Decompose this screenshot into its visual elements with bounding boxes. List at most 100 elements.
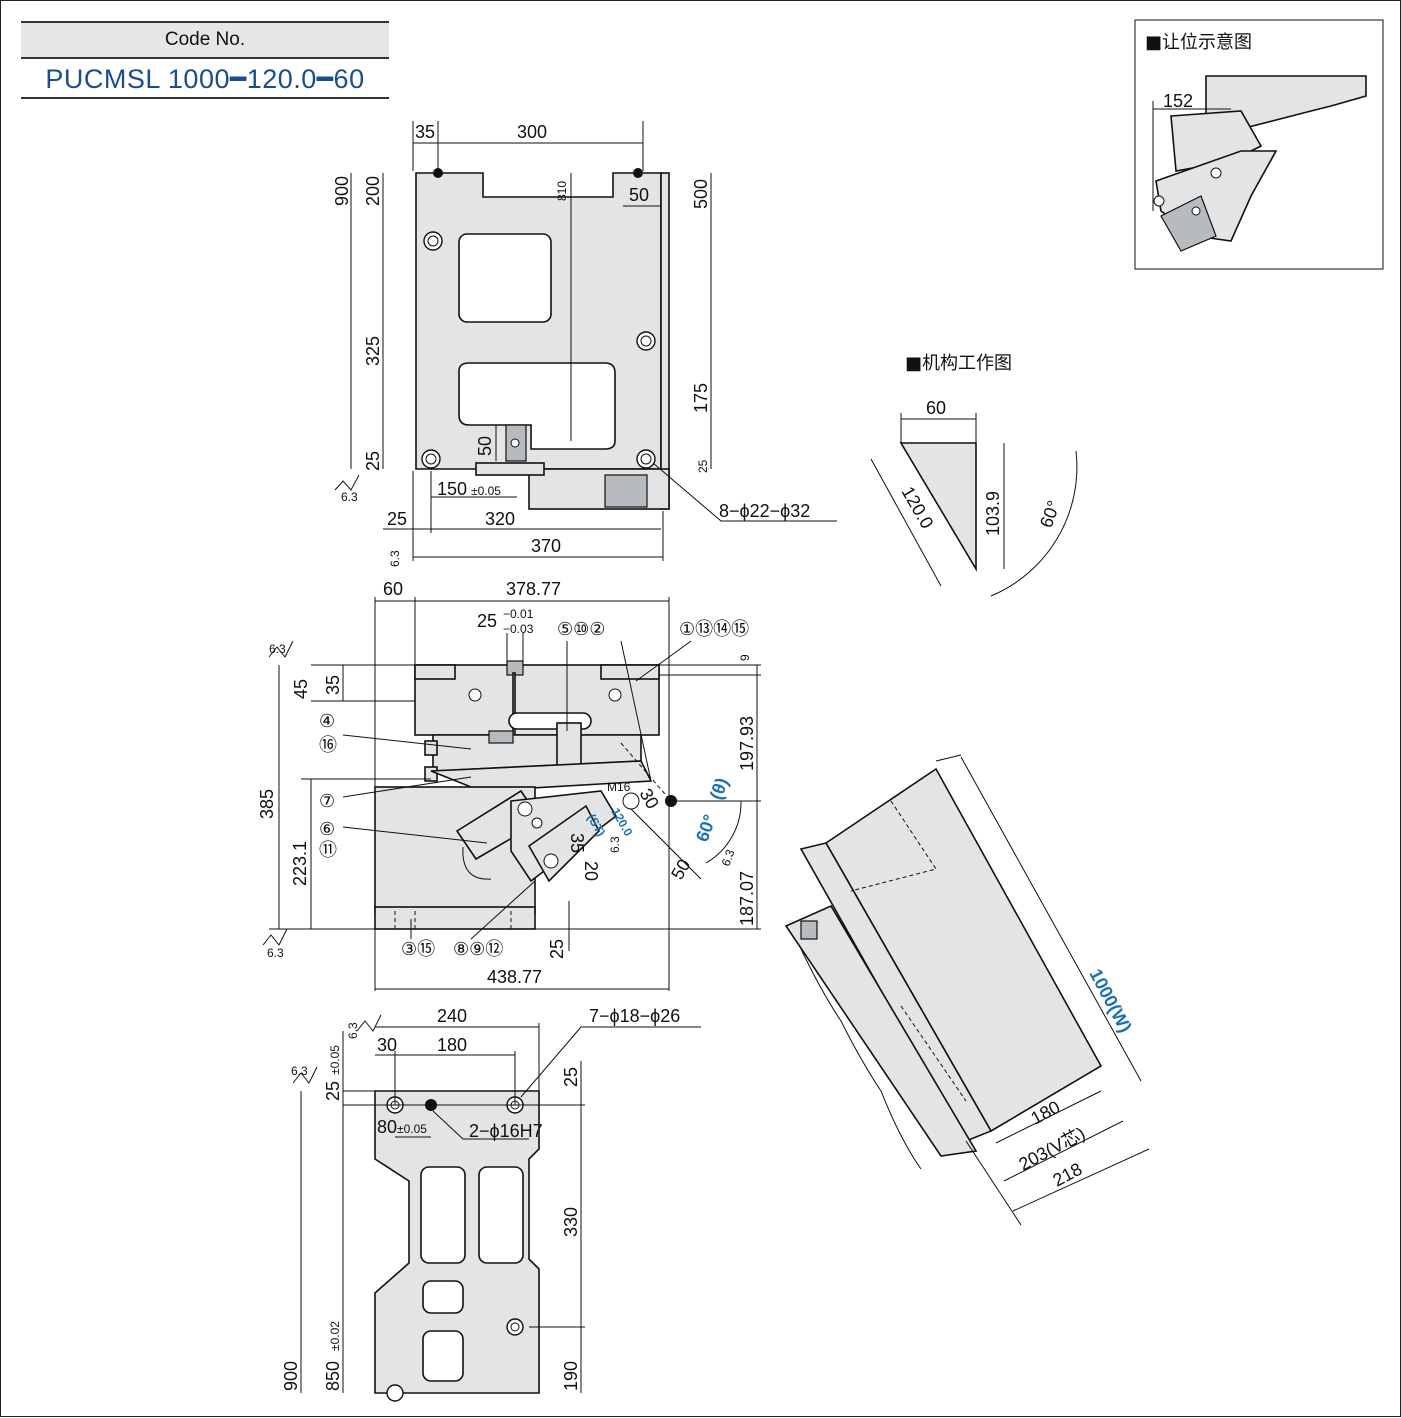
rough-d: 6.3 (719, 847, 738, 868)
hidden-line (850, 800, 937, 892)
dim-180: 180 (437, 1035, 467, 1055)
callout-4: ④ (319, 711, 335, 731)
hidden-line (620, 742, 672, 802)
dim-150-tol: ±0.05 (471, 484, 501, 498)
mech-dim-103-9: 103.9 (983, 491, 1003, 536)
dim-187-07: 187.07 (737, 871, 757, 926)
side-pin (531, 817, 543, 829)
clearance-title: ■让位示意图 (1145, 32, 1252, 53)
angle-arc (705, 800, 742, 864)
dim-300: 300 (517, 122, 547, 142)
iso-view: 1000(W) 180 203(V芯) 218 (784, 754, 1150, 1226)
dim-25-tol: 25 (323, 1081, 343, 1101)
side-pin (517, 801, 533, 817)
angle-arc (990, 450, 1078, 597)
top-side-rail (660, 172, 670, 510)
dim-330: 330 (561, 1207, 581, 1237)
side-plate-key (488, 730, 514, 744)
callout-5-10-2: ⑤⑩② (557, 619, 605, 639)
leader (342, 826, 488, 844)
leader (342, 776, 472, 798)
stroke-value: 120.0 (608, 806, 635, 839)
dim-150: 150 (437, 479, 467, 499)
dim-25: 25 (561, 1067, 581, 1087)
dim-80: 80 (377, 1117, 397, 1137)
mechanism-inset: ■机构工作图 60 120.0 103.9 60° (870, 353, 1078, 597)
side-spring (462, 846, 492, 880)
dim-9: 9 (738, 654, 752, 661)
dim-35: 35 (415, 122, 435, 142)
top-window-upper (458, 233, 552, 323)
top-key (475, 462, 545, 476)
side-hole (468, 688, 482, 702)
rough-b: 6.3 (267, 946, 284, 960)
code-number-box: Code No. PUCMSL 1000━120.0━60 (21, 21, 389, 99)
angle-60: 60° (692, 812, 720, 844)
hidden-line (900, 1005, 967, 1102)
holes-callout: 7−ϕ18−ϕ26 (589, 1006, 680, 1026)
dim-197-93: 197.93 (737, 716, 757, 771)
dim-190: 190 (561, 1361, 581, 1391)
callout-8-9-12: ⑧⑨⑫ (453, 939, 503, 959)
dim-850-suffix: ±0.02 (328, 1321, 342, 1351)
rough-a: 6.3 (269, 642, 286, 656)
dim-325: 325 (363, 336, 383, 366)
side-top-flange (414, 664, 456, 680)
leader (432, 1110, 529, 1140)
clearance-pin (1210, 167, 1222, 179)
dim-35: 35 (323, 675, 343, 695)
rough-a: 6.3 (346, 1022, 360, 1039)
top-holes (421, 168, 656, 469)
rough-1: 6.3 (341, 490, 358, 504)
top-guide-hole (510, 438, 520, 448)
leader (620, 640, 652, 782)
callout-6: ⑥ (319, 819, 335, 839)
side-stop (424, 740, 438, 756)
dim-385: 385 (257, 789, 277, 819)
side-top-flange (600, 664, 660, 680)
top-window-lower (458, 362, 616, 450)
tol-upper: −0.01 (503, 607, 534, 621)
clearance-block (1160, 195, 1217, 252)
clearance-inset: ■让位示意图 152 (1134, 19, 1384, 270)
clearance-pin (1153, 195, 1165, 207)
leader (652, 462, 837, 522)
dim-152: 152 (1163, 91, 1193, 111)
rough-b: 6.3 (291, 1064, 308, 1078)
rough-2: 6.3 (388, 550, 402, 567)
dim-50: 50 (667, 856, 694, 883)
dim-25: 25 (547, 939, 567, 959)
dim-45: 45 (291, 679, 311, 699)
callout-1-13-14-15: ①⑬⑭⑮ (679, 619, 749, 639)
roughness-symbol (292, 1066, 318, 1084)
callout-11: ⑪ (319, 840, 337, 860)
holes-callout: 8−ϕ22−ϕ32 (719, 501, 810, 521)
dim-line (630, 808, 702, 880)
dim-900: 900 (281, 1361, 301, 1391)
dim-50b: 50 (475, 436, 495, 456)
bottom-window (422, 1280, 464, 1314)
dim-240: 240 (437, 1006, 467, 1026)
dim-50a: 50 (629, 185, 649, 205)
dim-20: 20 (581, 861, 601, 881)
iso-cam (784, 904, 978, 1157)
leader (470, 880, 536, 940)
dim-line (870, 458, 942, 587)
dim-810: 810 (555, 181, 569, 201)
dim-line (995, 1090, 1102, 1144)
roughness-symbol (262, 928, 288, 946)
tol-lower: −0.03 (503, 622, 534, 636)
side-pin (543, 853, 559, 869)
mech-angle: 60° (1036, 498, 1064, 530)
leader (635, 640, 692, 682)
dim-200: 200 (363, 176, 383, 206)
dim-ext (965, 1140, 1022, 1226)
rough-c: 6.3 (608, 836, 622, 853)
top-view: 35 300 900 200 325 25 810 50 500 175 25 … (332, 121, 837, 567)
callout-16: ⑯ (319, 735, 337, 755)
dim-25a: 25 (363, 451, 383, 471)
code-value: PUCMSL 1000━120.0━60 (21, 59, 389, 99)
roughness-symbol (356, 1014, 382, 1032)
